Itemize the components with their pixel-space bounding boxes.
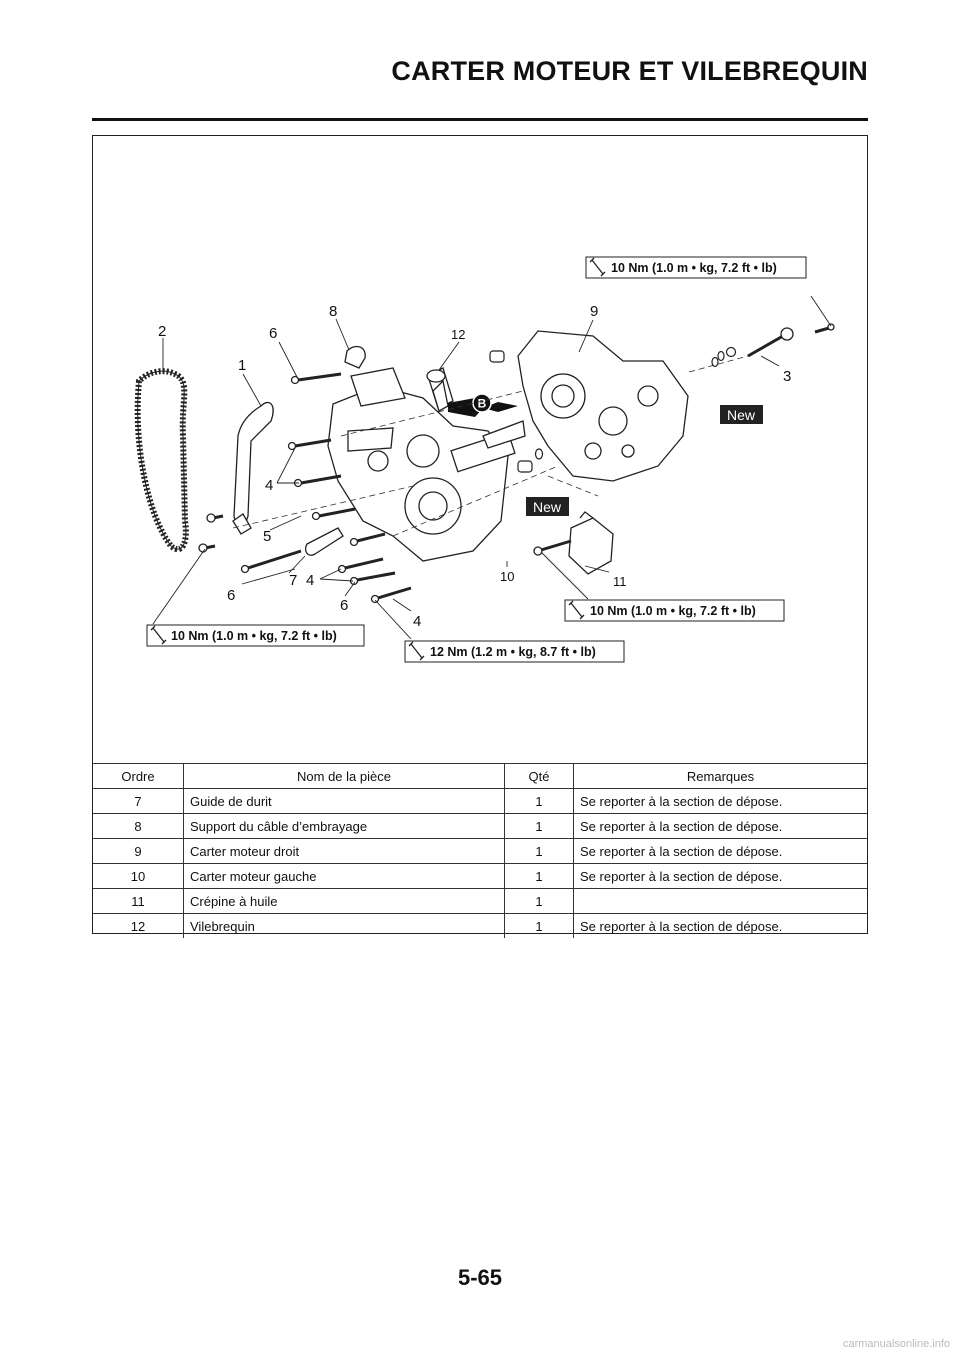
cell-name: Vilebrequin [183,913,505,938]
header-remarks: Remarques [573,763,867,789]
callout-7: 7 [289,572,297,589]
callout-12: 12 [451,327,465,342]
table-row: 8 Support du câble d’embrayage 1 Se repo… [93,813,867,839]
cell-remarks: Se reporter à la section de dépose. [573,813,867,839]
crankshaft [426,367,454,412]
cell-remarks: Se reporter à la section de dépose. [573,788,867,814]
exploded-view-diagram: B [134,256,835,663]
page-number: 5-65 [457,1265,503,1290]
crankcase-right [517,330,689,482]
cell-order: 10 [93,863,184,889]
new-label-center-text: New [533,499,562,515]
cell-qty: 1 [504,863,574,889]
header-name: Nom de la pièce [183,763,505,789]
callout-9: 9 [590,303,598,320]
dowel-pins [489,346,737,473]
callout-2: 2 [158,323,166,340]
callout-8: 8 [329,303,337,320]
parts-table: Ordre Nom de la pièce Qté Remarques 7 Gu… [93,763,867,938]
cell-qty: 1 [504,888,574,914]
torque-box-top-right: 10 Nm (1.0 m • kg, 7.2 ft • lb) [585,256,807,279]
torque-value-mid-right: 10 Nm (1.0 m • kg, 7.2 ft • lb) [590,604,756,618]
callout-10: 10 [500,569,514,584]
cell-qty: 1 [504,813,574,839]
torque-value-left: 10 Nm (1.0 m • kg, 7.2 ft • lb) [171,629,337,643]
oil-strainer [568,511,614,575]
table-row: 9 Carter moteur droit 1 Se reporter à la… [93,838,867,864]
wrench-icon [568,600,585,620]
callout-6b: 6 [227,587,235,604]
torque-box-left: 10 Nm (1.0 m • kg, 7.2 ft • lb) [146,624,365,647]
clutch-cable-bracket [344,345,366,369]
table-row: 7 Guide de durit 1 Se reporter à la sect… [93,788,867,814]
cell-order: 11 [93,888,184,914]
torque-box-mid-right: 10 Nm (1.0 m • kg, 7.2 ft • lb) [564,599,785,622]
cell-qty: 1 [504,788,574,814]
new-label-right: New [720,405,763,424]
grease-symbol: B [448,393,518,417]
cell-remarks [573,888,867,914]
grease-letter: B [478,397,487,411]
table-row: 12 Vilebrequin 1 Se reporter à la sectio… [93,913,867,938]
wrench-icon [589,257,606,277]
header-rule [92,118,868,121]
callout-4a: 4 [265,477,273,494]
callout-1: 1 [238,357,246,374]
cell-order: 9 [93,838,184,864]
callout-6c: 6 [340,597,348,614]
header-order: Ordre [93,763,184,789]
cell-qty: 1 [504,913,574,938]
bolts [198,323,835,604]
crankcase-left [327,367,526,562]
new-label-center: New [526,497,569,516]
wrench-icon [150,625,167,645]
new-label-right-text: New [727,407,756,423]
leader-lines [152,295,832,640]
table-row: 11 Crépine à huile 1 [93,888,867,914]
cell-name: Carter moteur gauche [183,863,505,889]
cell-order: 8 [93,813,184,839]
callout-6a: 6 [269,325,277,342]
callout-11: 11 [613,574,627,589]
cell-name: Guide de durit [183,788,505,814]
wrench-icon [408,641,425,661]
cell-order: 12 [93,913,184,938]
page-title: CARTER MOTEUR ET VILEBREQUIN [391,56,868,86]
callout-4b: 4 [306,572,314,589]
torque-value-top-right: 10 Nm (1.0 m • kg, 7.2 ft • lb) [611,261,777,275]
cell-name: Support du câble d’embrayage [183,813,505,839]
timing-chain [134,368,189,553]
callout-4c: 4 [413,613,421,630]
table-header-row: Ordre Nom de la pièce Qté Remarques [93,763,867,789]
cell-remarks: Se reporter à la section de dépose. [573,838,867,864]
cell-order: 7 [93,788,184,814]
torque-box-bottom: 12 Nm (1.2 m • kg, 8.7 ft • lb) [404,640,625,663]
chain-guide [232,401,274,535]
alignment-lines [232,355,749,537]
exploded-view-frame: B [92,135,868,938]
cell-qty: 1 [504,838,574,864]
cell-name: Carter moteur droit [183,838,505,864]
cell-remarks: Se reporter à la section de dépose. [573,863,867,889]
cell-name: Crépine à huile [183,888,505,914]
callout-3: 3 [783,368,791,385]
cell-remarks: Se reporter à la section de dépose. [573,913,867,938]
hose-guide [304,527,344,556]
torque-value-bottom: 12 Nm (1.2 m • kg, 8.7 ft • lb) [430,645,596,659]
watermark: carmanualsonline.info [842,1338,950,1350]
callout-5: 5 [263,528,271,545]
table-row: 10 Carter moteur gauche 1 Se reporter à … [93,863,867,889]
header-qty: Qté [504,763,574,789]
